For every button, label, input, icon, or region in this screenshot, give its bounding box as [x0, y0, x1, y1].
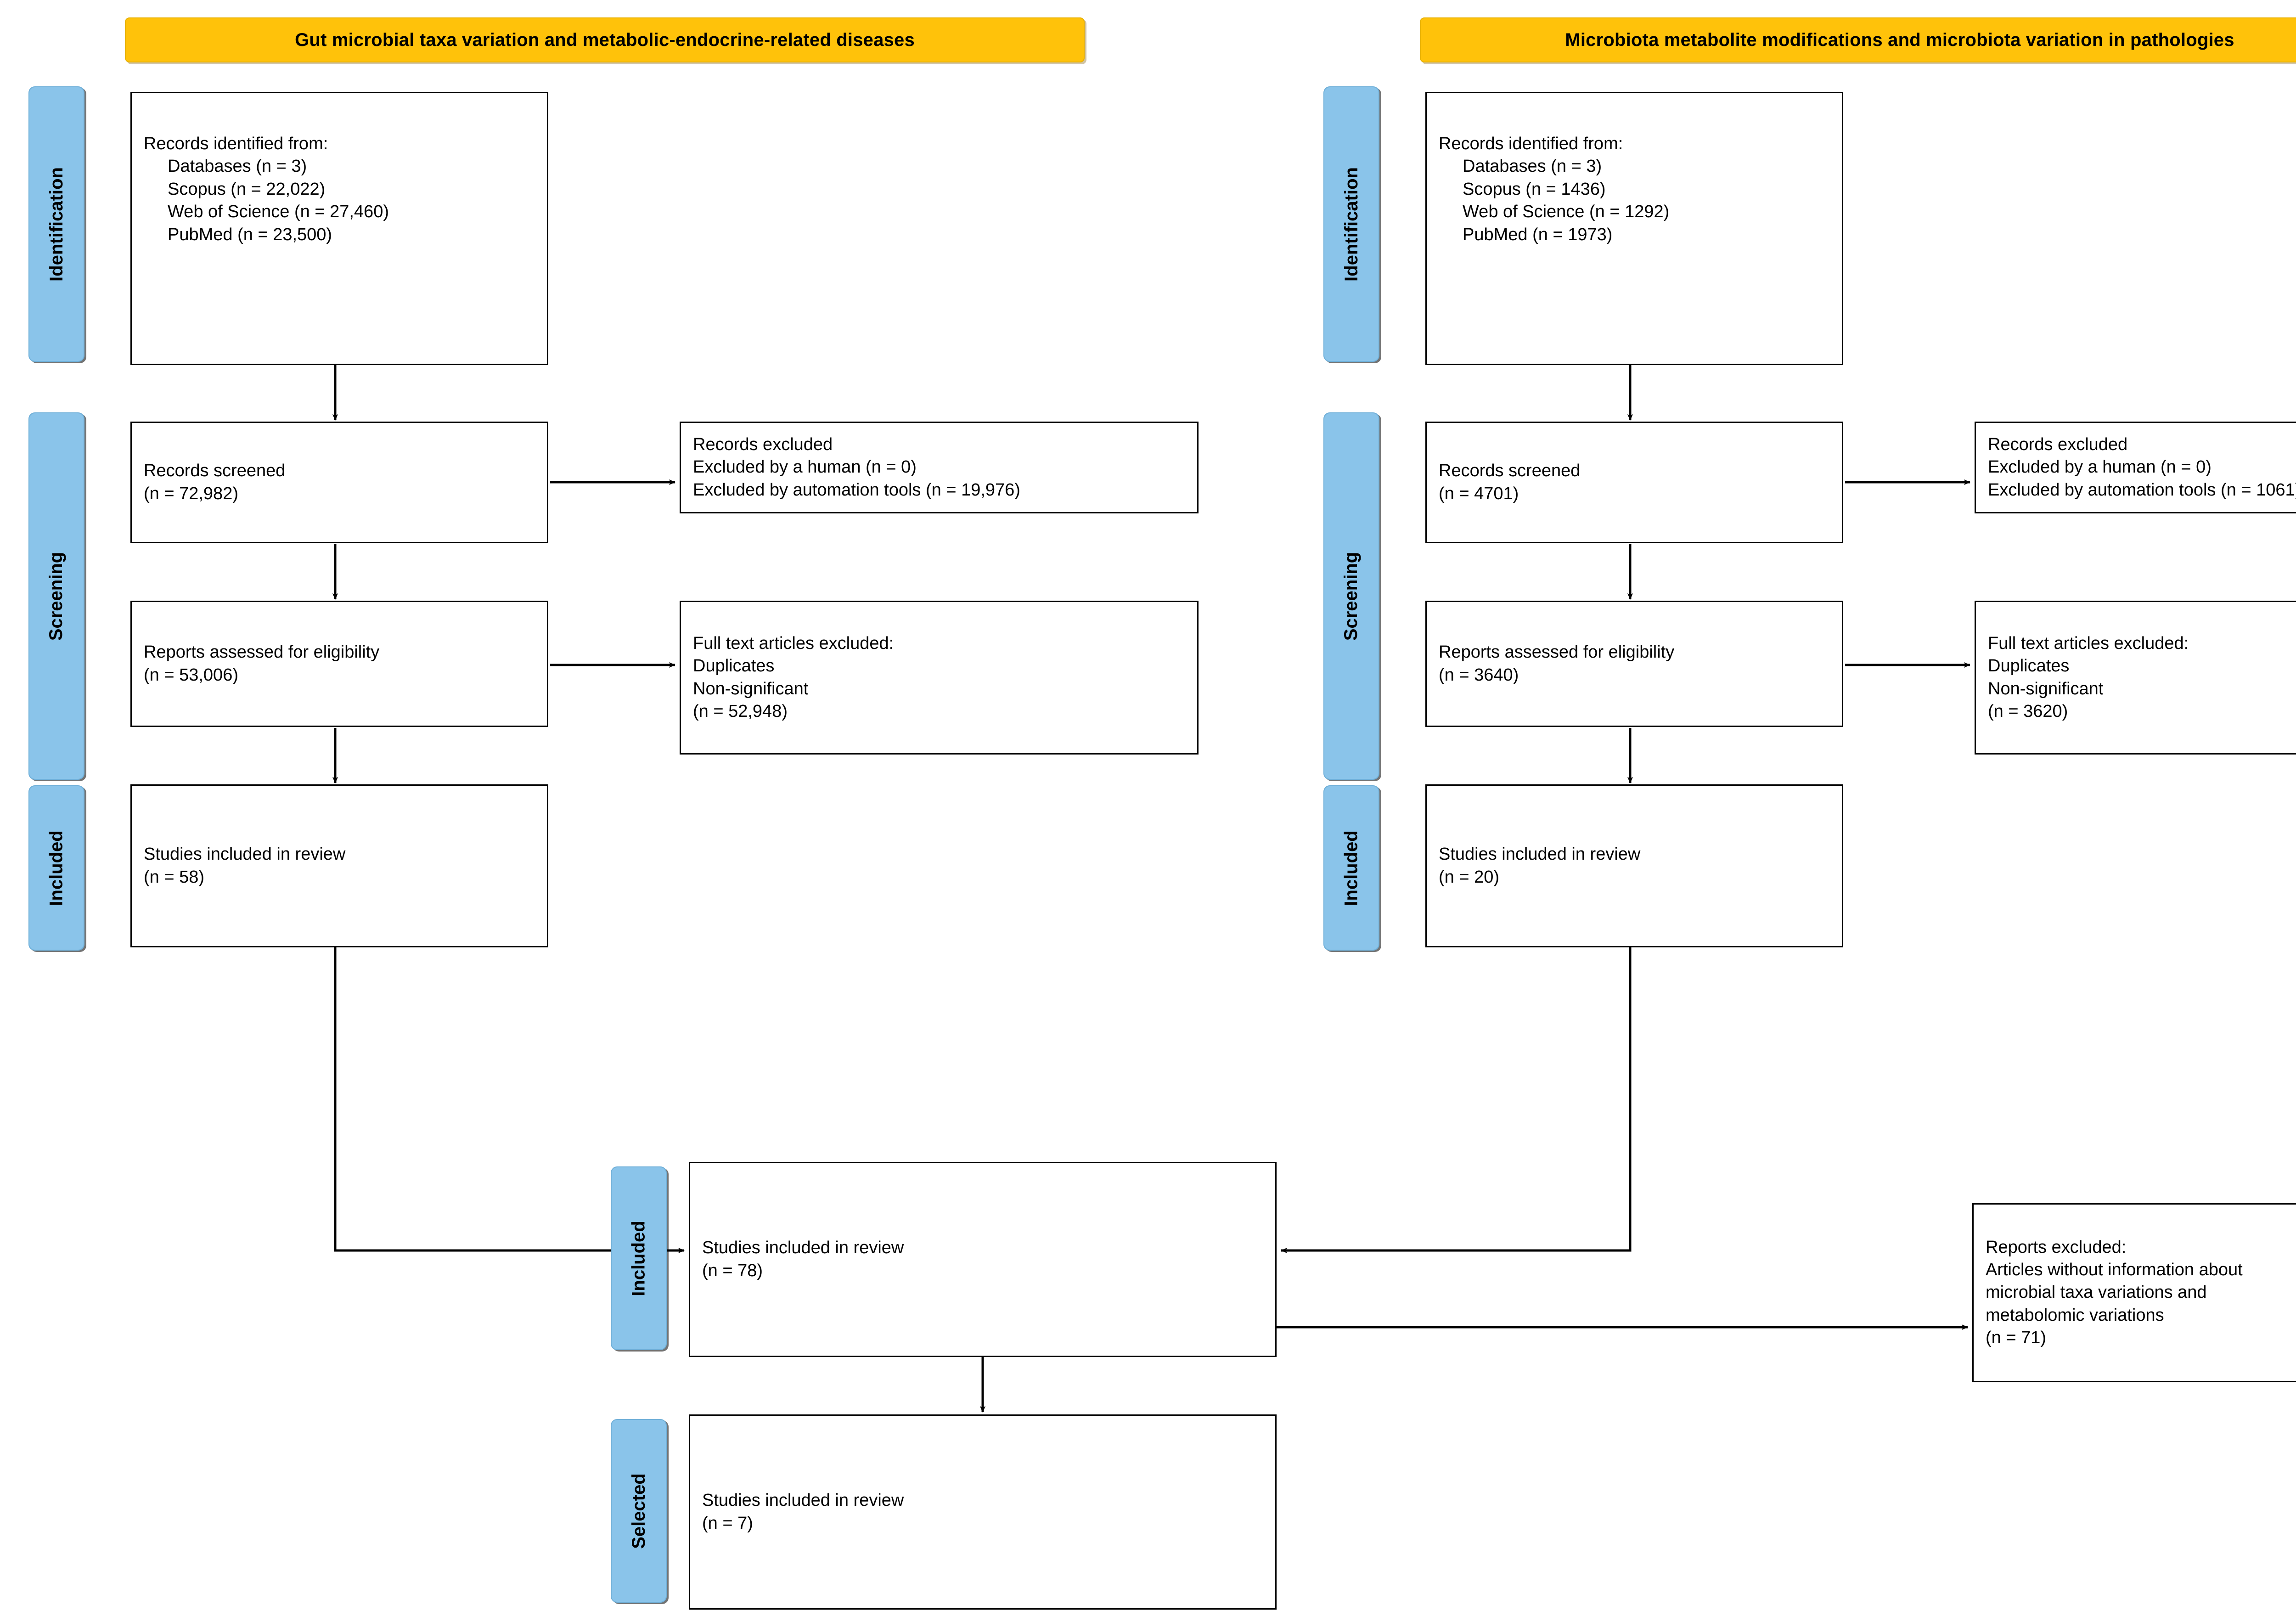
right-records-screened-box: Records screened (n = 4701) — [1425, 422, 1843, 543]
left-records-excluded-box: Records excluded Excluded by a human (n … — [680, 422, 1199, 513]
records-screened-count: (n = 72,982) — [144, 484, 238, 503]
records-excluded-title: Records excluded — [1988, 434, 2128, 454]
studies-included-title: Studies included in review — [144, 845, 346, 864]
eligibility-count: (n = 3640) — [1439, 665, 1519, 685]
right-eligibility-box: Reports assessed for eligibility (n = 36… — [1425, 601, 1843, 727]
identification-title: Records identified from: — [144, 134, 328, 153]
left-banner: Gut microbial taxa variation and metabol… — [125, 17, 1085, 62]
eligibility-title: Reports assessed for eligibility — [144, 642, 380, 662]
stage-label-text: Included — [46, 830, 67, 906]
records-screened-title: Records screened — [144, 461, 286, 481]
reports-excluded-line2: microbial taxa variations and — [1986, 1283, 2207, 1302]
reports-excluded-count: (n = 71) — [1986, 1328, 2047, 1348]
stage-label-text: Included — [1341, 830, 1362, 906]
reports-excluded-title: Reports excluded: — [1986, 1237, 2127, 1257]
stage-label-text: Identification — [1341, 167, 1362, 282]
reports-excluded-line3: metabolomic variations — [1986, 1305, 2164, 1325]
studies-included-count: (n = 58) — [144, 867, 205, 887]
stage-label-text: Selected — [628, 1473, 649, 1549]
fulltext-excluded-reason-duplicates: Duplicates — [693, 656, 775, 676]
stage-label-selected: Selected — [611, 1419, 667, 1603]
right-banner: Microbiota metabolite modifications and … — [1420, 17, 2296, 62]
stage-label-text: Screening — [1341, 552, 1362, 641]
stage-label-identification-right: Identification — [1323, 86, 1379, 362]
identification-item-scopus: Scopus (n = 22,022) — [168, 179, 326, 199]
identification-item-wos: Web of Science (n = 27,460) — [168, 202, 389, 222]
stage-label-text: Screening — [46, 552, 67, 641]
right-studies-included-box: Studies included in review (n = 20) — [1425, 784, 1843, 947]
merged-included-count: (n = 78) — [702, 1261, 763, 1280]
records-excluded-automation: Excluded by automation tools (n = 1061) — [1988, 480, 2296, 500]
left-records-screened-box: Records screened (n = 72,982) — [130, 422, 548, 543]
records-screened-title: Records screened — [1439, 461, 1581, 481]
left-eligibility-box: Reports assessed for eligibility (n = 53… — [130, 601, 548, 727]
left-identification-box: Records identified from: Databases (n = … — [130, 92, 548, 365]
stage-label-text: Included — [628, 1220, 649, 1296]
identification-item-pubmed: PubMed (n = 1973) — [1463, 225, 1613, 244]
left-fulltext-excluded-box: Full text articles excluded: Duplicates … — [680, 601, 1199, 755]
selected-studies-box: Studies included in review (n = 7) — [689, 1414, 1277, 1610]
eligibility-title: Reports assessed for eligibility — [1439, 642, 1675, 662]
fulltext-excluded-title: Full text articles excluded: — [1988, 633, 2189, 653]
identification-item-databases: Databases (n = 3) — [168, 157, 307, 176]
fulltext-excluded-reason-nonsignificant: Non-significant — [1988, 679, 2104, 698]
records-excluded-automation: Excluded by automation tools (n = 19,976… — [693, 480, 1020, 500]
stage-label-included-left: Included — [28, 785, 84, 951]
identification-item-databases: Databases (n = 3) — [1463, 157, 1602, 176]
fulltext-excluded-title: Full text articles excluded: — [693, 633, 894, 653]
stage-label-included-merged: Included — [611, 1166, 667, 1350]
stage-label-screening-right: Screening — [1323, 412, 1379, 780]
records-excluded-title: Records excluded — [693, 434, 833, 454]
fulltext-excluded-reason-nonsignificant: Non-significant — [693, 679, 809, 698]
merged-included-title: Studies included in review — [702, 1238, 904, 1258]
records-screened-count: (n = 4701) — [1439, 484, 1519, 503]
identification-item-scopus: Scopus (n = 1436) — [1463, 179, 1606, 199]
reports-excluded-line1: Articles without information about — [1986, 1260, 2243, 1279]
studies-included-count: (n = 20) — [1439, 867, 1500, 887]
identification-title: Records identified from: — [1439, 134, 1623, 153]
selected-count: (n = 7) — [702, 1513, 753, 1533]
studies-included-title: Studies included in review — [1439, 845, 1641, 864]
records-excluded-human: Excluded by a human (n = 0) — [1988, 457, 2212, 477]
right-records-excluded-box: Records excluded Excluded by a human (n … — [1975, 422, 2296, 513]
records-excluded-human: Excluded by a human (n = 0) — [693, 457, 917, 477]
fulltext-excluded-count: (n = 52,948) — [693, 701, 788, 721]
selected-title: Studies included in review — [702, 1491, 904, 1510]
identification-item-wos: Web of Science (n = 1292) — [1463, 202, 1670, 222]
identification-item-pubmed: PubMed (n = 23,500) — [168, 225, 332, 244]
fulltext-excluded-count: (n = 3620) — [1988, 701, 2068, 721]
eligibility-count: (n = 53,006) — [144, 665, 238, 685]
stage-label-text: Identification — [46, 167, 67, 282]
right-identification-box: Records identified from: Databases (n = … — [1425, 92, 1843, 365]
stage-label-included-right: Included — [1323, 785, 1379, 951]
left-studies-included-box: Studies included in review (n = 58) — [130, 784, 548, 947]
fulltext-excluded-reason-duplicates: Duplicates — [1988, 656, 2070, 676]
stage-label-screening-left: Screening — [28, 412, 84, 780]
merged-studies-included-box: Studies included in review (n = 78) — [689, 1162, 1277, 1357]
merged-reports-excluded-box: Reports excluded: Articles without infor… — [1972, 1203, 2296, 1382]
right-fulltext-excluded-box: Full text articles excluded: Duplicates … — [1975, 601, 2296, 755]
stage-label-identification-left: Identification — [28, 86, 84, 362]
